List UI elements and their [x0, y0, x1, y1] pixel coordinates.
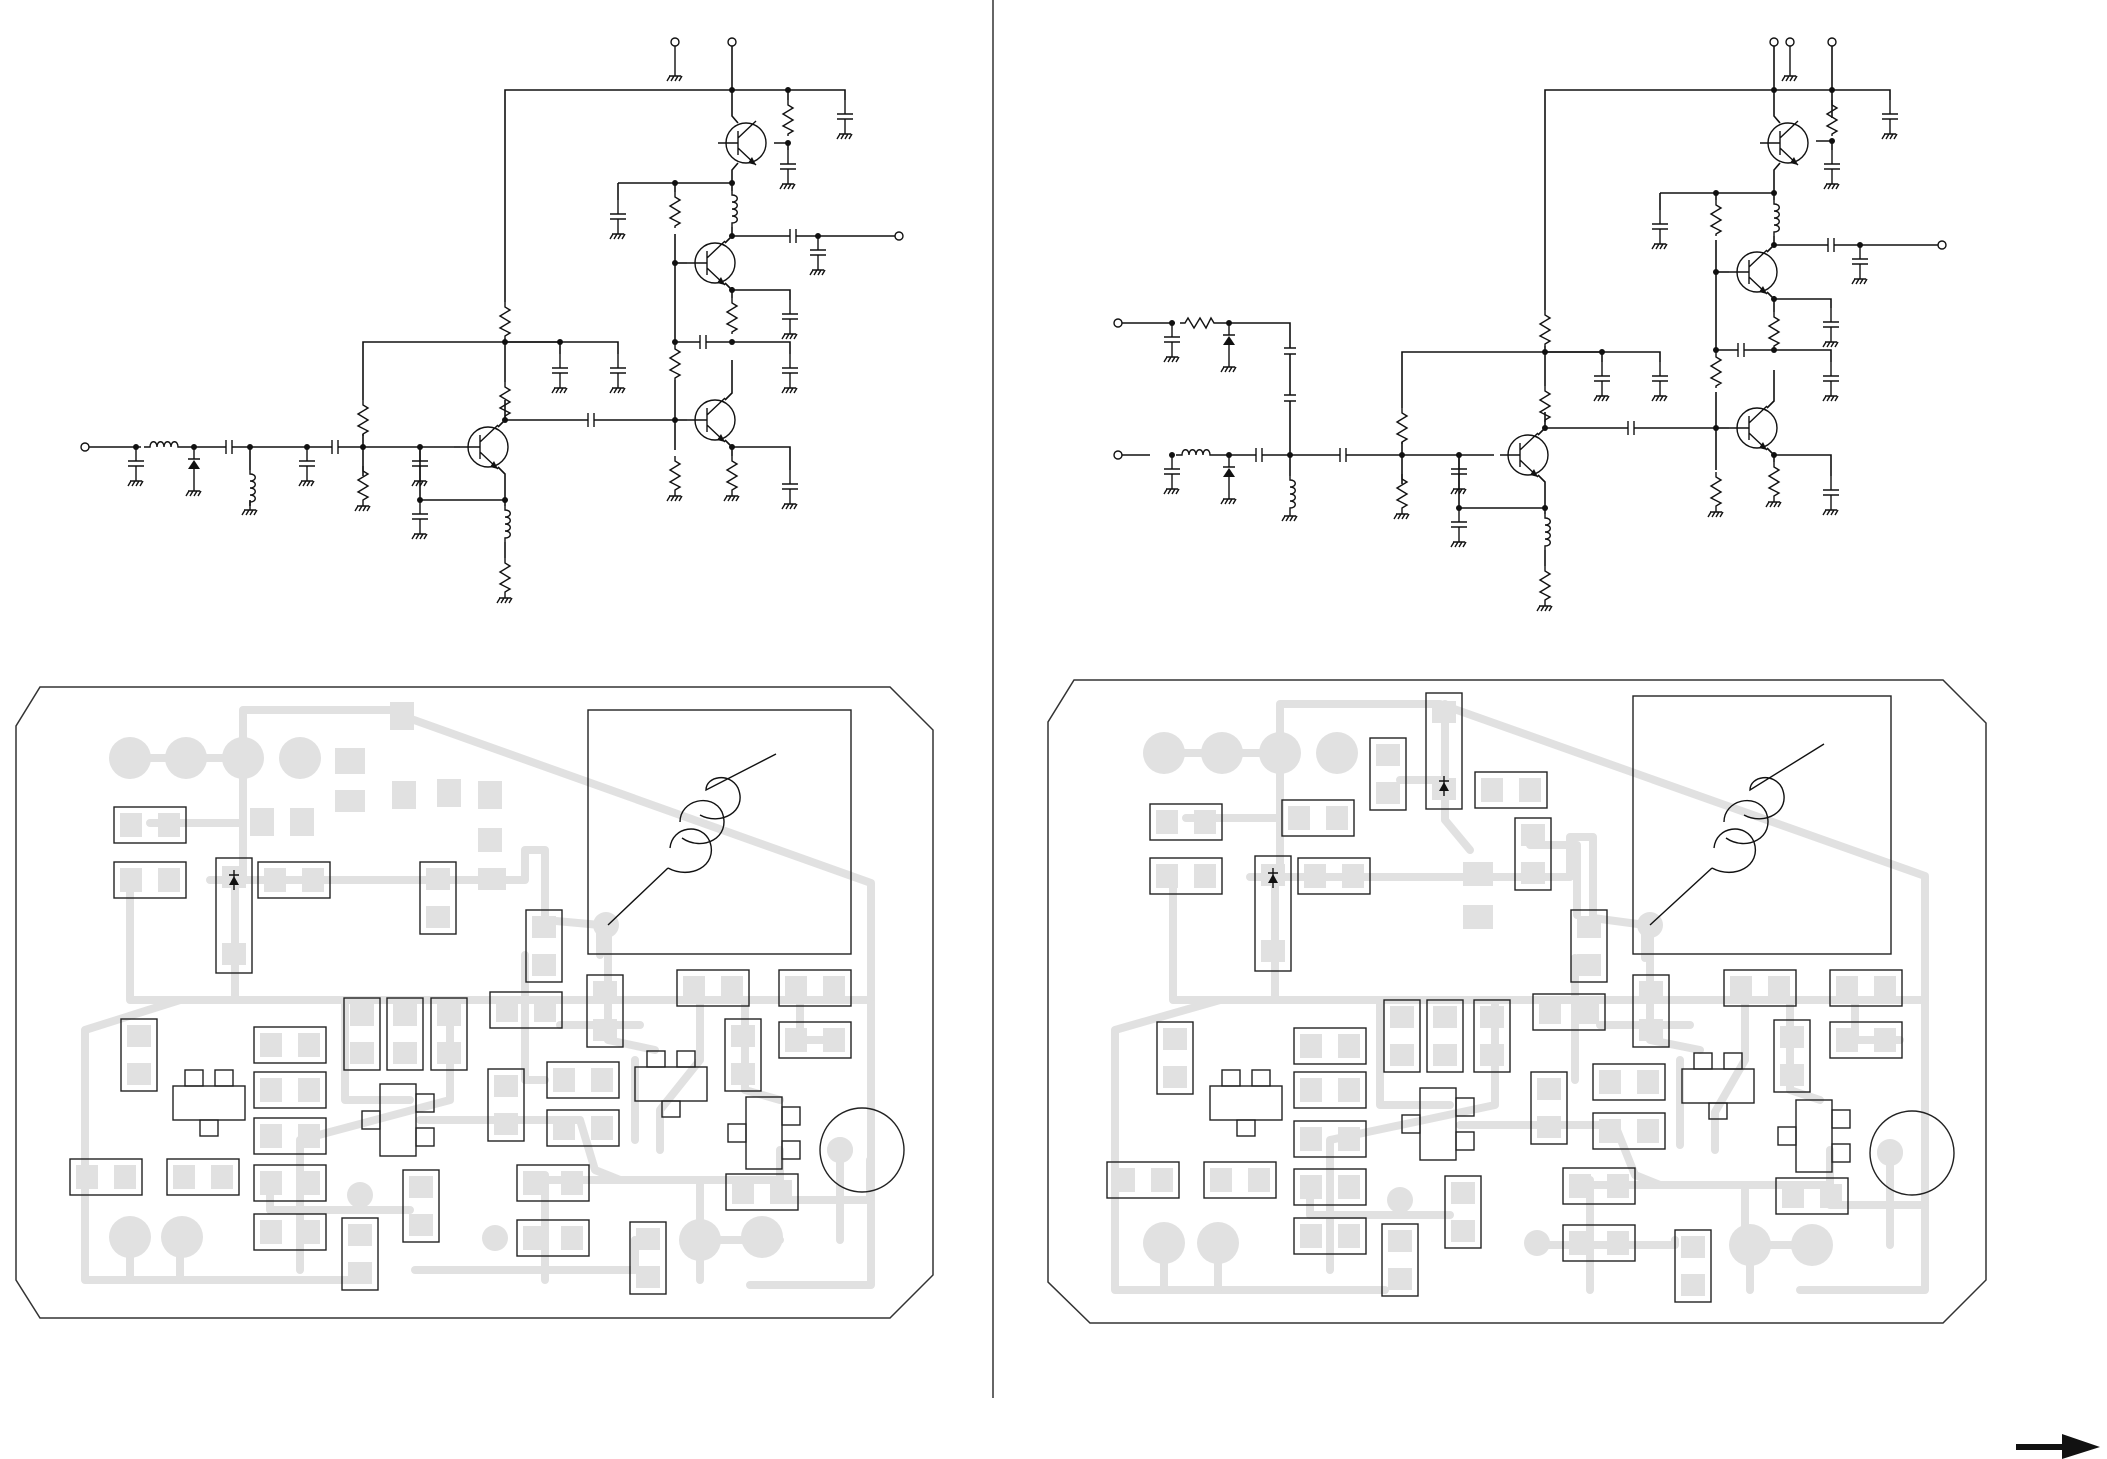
- right-schematic: [1114, 38, 1946, 611]
- left-pcb-layout: [16, 687, 933, 1318]
- arrow-right-icon: [2016, 1434, 2100, 1459]
- right-pcb-layout: [1048, 680, 1986, 1323]
- left-schematic: [81, 38, 903, 603]
